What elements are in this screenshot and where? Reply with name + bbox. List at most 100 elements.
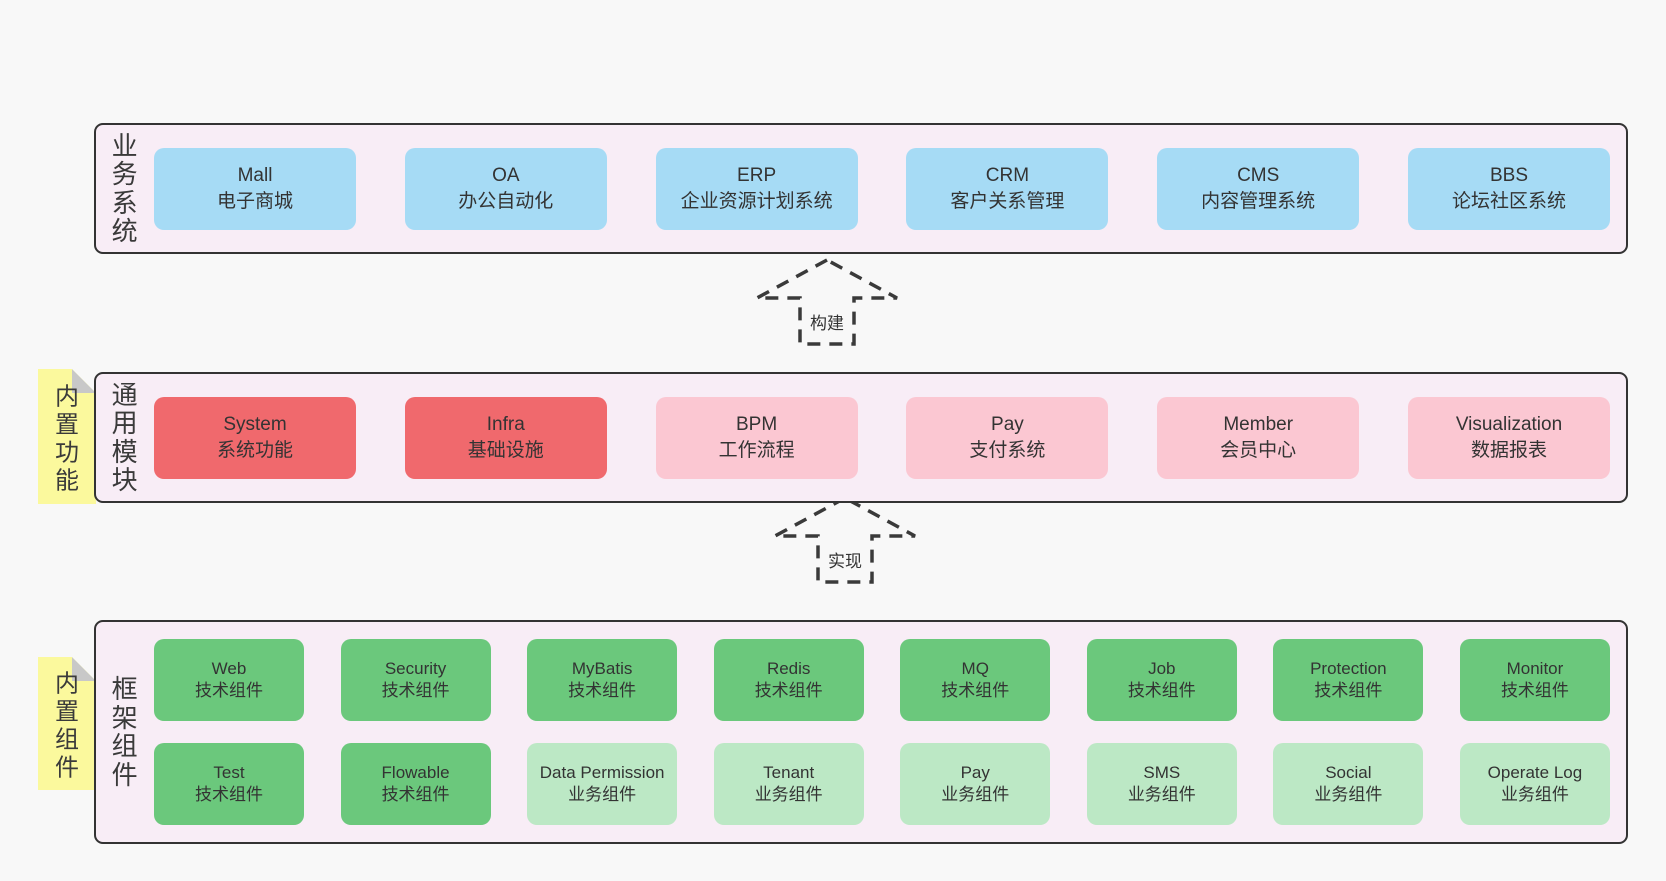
panel-side-label: 通用模块 xyxy=(111,379,138,496)
module-box-visualization: Visualization 数据报表 xyxy=(1407,396,1610,479)
module-name-zh: 技术组件 xyxy=(381,681,450,700)
module-name-zh: 技术组件 xyxy=(1127,681,1196,700)
module-name-en: Job xyxy=(1148,659,1176,679)
arrow-label: 实现 xyxy=(825,547,865,572)
module-name-en: MyBatis xyxy=(571,659,633,679)
module-box-mq: MQ 技术组件 xyxy=(900,639,1051,721)
module-box-operate-log: Operate Log 业务组件 xyxy=(1459,743,1610,825)
module-name-en: Infra xyxy=(486,414,525,436)
module-name-en: ERP xyxy=(737,165,777,187)
module-box-oa: OA 办公自动化 xyxy=(404,147,607,230)
module-name-zh: 技术组件 xyxy=(1314,681,1383,700)
module-name-en: Monitor xyxy=(1506,659,1564,679)
module-name-zh: 技术组件 xyxy=(941,681,1010,700)
module-box-tenant: Tenant 业务组件 xyxy=(713,743,864,825)
module-box-member: Member 会员中心 xyxy=(1157,396,1360,479)
module-name-zh: 技术组件 xyxy=(754,681,823,700)
module-name-zh: 基础设施 xyxy=(467,439,544,461)
module-box-cms: CMS 内容管理系统 xyxy=(1157,147,1360,230)
module-name-zh: 业务组件 xyxy=(568,785,637,804)
sticky-note-label: 内置组件 xyxy=(55,670,79,781)
module-box-web: Web 技术组件 xyxy=(154,639,304,721)
sticky-note-label: 内置功能 xyxy=(55,383,79,495)
build-arrow: 构建 xyxy=(752,257,902,347)
module-name-en: Social xyxy=(1325,763,1372,783)
module-name-zh: 技术组件 xyxy=(195,681,263,700)
module-name-en: Member xyxy=(1223,414,1294,436)
module-box-test: Test 技术组件 xyxy=(154,743,304,825)
panel-side-label: 业务系统 xyxy=(111,130,138,247)
module-name-en: Operate Log xyxy=(1487,763,1583,783)
module-box-pay: Pay 支付系统 xyxy=(906,396,1109,479)
module-box-mybatis: MyBatis 技术组件 xyxy=(527,639,678,721)
module-box-erp: ERP 企业资源计划系统 xyxy=(655,147,858,230)
module-box-social: Social 业务组件 xyxy=(1273,743,1424,825)
module-name-zh: 内容管理系统 xyxy=(1201,190,1316,212)
module-name-en: Flowable xyxy=(381,763,450,783)
module-name-en: SMS xyxy=(1143,763,1181,783)
module-name-en: Web xyxy=(211,659,247,679)
module-box-redis: Redis 技术组件 xyxy=(713,639,864,721)
module-name-en: Pay xyxy=(991,414,1024,436)
module-name-zh: 业务组件 xyxy=(1500,785,1569,804)
module-box-mall: Mall 电子商城 xyxy=(154,147,356,230)
module-name-zh: 办公自动化 xyxy=(458,190,554,212)
arrow-label: 构建 xyxy=(807,309,847,334)
module-name-en: OA xyxy=(492,165,520,187)
module-name-zh: 企业资源计划系统 xyxy=(680,190,833,212)
module-name-zh: 技术组件 xyxy=(1500,681,1569,700)
module-name-zh: 工作流程 xyxy=(718,439,795,461)
implement-arrow: 实现 xyxy=(770,495,920,585)
module-name-en: Visualization xyxy=(1455,414,1563,436)
module-name-en: BBS xyxy=(1489,165,1528,187)
module-name-zh: 业务组件 xyxy=(754,785,823,804)
module-name-en: Pay xyxy=(960,763,990,783)
module-box-job: Job 技术组件 xyxy=(1086,639,1237,721)
module-name-zh: 支付系统 xyxy=(969,439,1046,461)
module-name-en: Data Permission xyxy=(539,763,665,783)
module-name-en: CMS xyxy=(1237,165,1280,187)
sticky-note-built-in-functions: 内置功能 xyxy=(38,369,96,504)
module-name-zh: 数据报表 xyxy=(1470,439,1547,461)
module-name-zh: 业务组件 xyxy=(1127,785,1196,804)
module-name-en: Test xyxy=(213,763,245,783)
module-name-en: System xyxy=(223,414,287,436)
module-name-en: Tenant xyxy=(763,763,815,783)
module-name-zh: 会员中心 xyxy=(1220,439,1297,461)
panel-side-label: 框架组件 xyxy=(111,673,138,790)
module-name-zh: 技术组件 xyxy=(195,785,263,804)
module-name-zh: 业务组件 xyxy=(941,785,1010,804)
module-box-pay: Pay 业务组件 xyxy=(900,743,1051,825)
module-box-protection: Protection 技术组件 xyxy=(1273,639,1424,721)
module-box-bpm: BPM 工作流程 xyxy=(655,396,858,479)
module-name-en: Redis xyxy=(766,659,811,679)
module-name-en: Mall xyxy=(237,165,273,187)
module-name-en: MQ xyxy=(961,659,989,679)
module-name-zh: 技术组件 xyxy=(568,681,637,700)
module-name-en: BPM xyxy=(736,414,778,436)
module-name-zh: 技术组件 xyxy=(381,785,450,804)
module-name-zh: 电子商城 xyxy=(216,190,293,212)
module-name-zh: 业务组件 xyxy=(1314,785,1383,804)
sticky-note-built-in-components: 内置组件 xyxy=(38,657,96,790)
module-name-en: Security xyxy=(384,659,447,679)
module-box-security: Security 技术组件 xyxy=(340,639,491,721)
module-name-en: Protection xyxy=(1310,659,1387,679)
module-name-zh: 客户关系管理 xyxy=(950,190,1065,212)
module-box-monitor: Monitor 技术组件 xyxy=(1459,639,1610,721)
module-box-data-permission: Data Permission 业务组件 xyxy=(527,743,678,825)
